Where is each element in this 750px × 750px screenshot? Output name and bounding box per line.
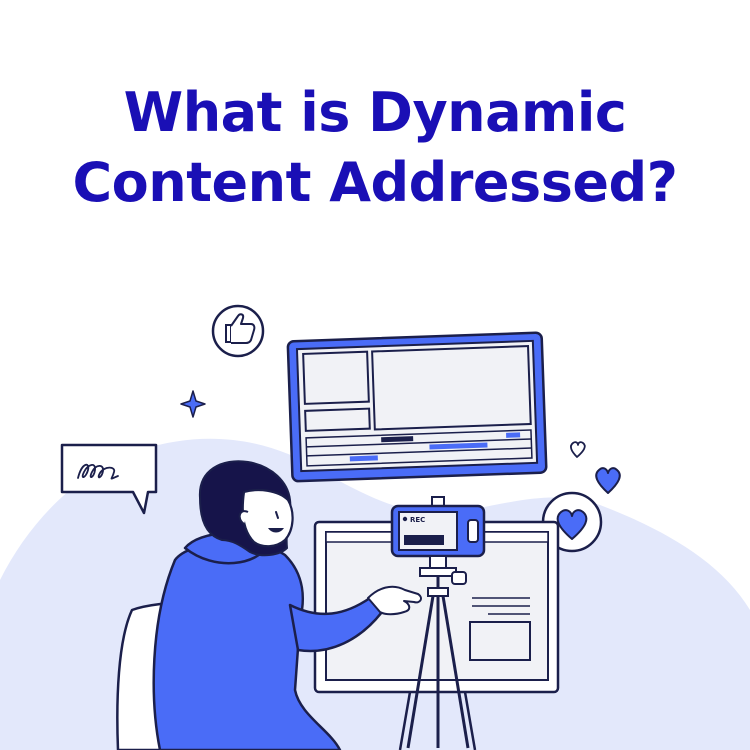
- small-heart-icon: [570, 441, 586, 458]
- rec-label: REC: [410, 516, 425, 524]
- title-line-1: What is Dynamic: [123, 81, 627, 144]
- thumbs-up-icon: [211, 304, 265, 358]
- speech-bubble-icon: [60, 443, 158, 515]
- tripod-camera: REC: [390, 496, 486, 749]
- title-line-2: Content Addressed?: [72, 151, 678, 214]
- illustration: REC: [0, 304, 750, 750]
- page-title: What is Dynamic Content Addressed?: [0, 78, 750, 218]
- heart-icon: [595, 467, 621, 494]
- editor-monitor: [286, 331, 548, 483]
- person: [152, 460, 422, 750]
- sparkle-icon: [180, 390, 206, 418]
